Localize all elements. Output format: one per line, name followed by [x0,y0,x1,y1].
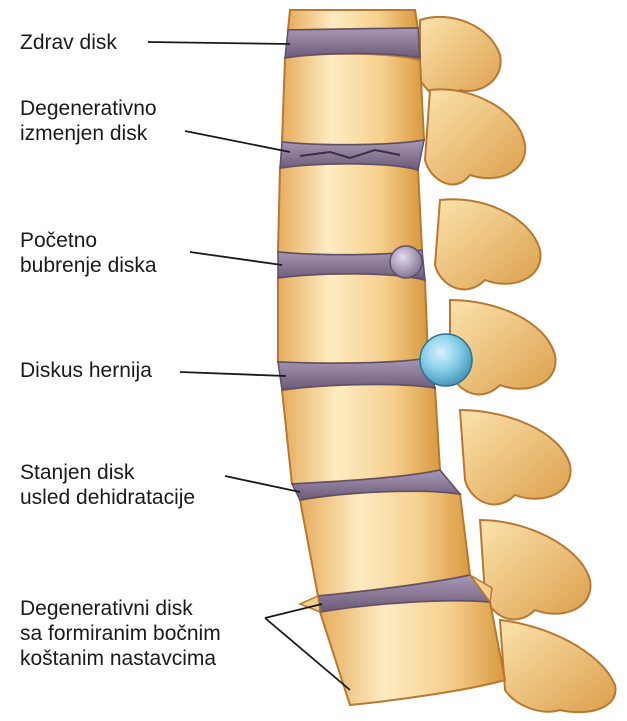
label-line: Degenerativni disk [20,596,221,621]
label-healthy-disk: Zdrav disk [20,30,117,55]
disk-hernia [420,334,472,386]
label-initial-bulge: Početno bubrenje diska [20,228,157,278]
label-line: Degenerativno [20,96,157,121]
vertebra-3 [278,164,422,255]
label-line: Stanjen disk [20,460,195,485]
label-line: usled dehidratacije [20,485,195,510]
vertebra-4 [278,274,428,363]
label-line: izmenjen disk [20,121,157,146]
label-line: sa formiranim bočnim [20,621,221,646]
disk-bulge [390,246,422,278]
disk-herniated [278,358,435,390]
label-line: Početno [20,228,157,253]
label-line: Diskus hernija [20,358,152,383]
label-line: Zdrav disk [20,30,117,55]
label-thinned-disk: Stanjen disk usled dehidratacije [20,460,195,510]
label-line: bubrenje diska [20,253,157,278]
label-degenerated-disk: Degenerativno izmenjen disk [20,96,157,146]
label-line: koštanim nastavcima [20,646,221,671]
label-osteophyte-disk: Degenerativni disk sa formiranim bočnim … [20,596,221,671]
label-herniation: Diskus hernija [20,358,152,383]
vertebra-5 [282,384,440,484]
vertebra-1 [288,10,418,30]
vertebra-7 [320,601,505,705]
disk-healthy [285,28,420,58]
vertebra-2 [282,54,424,145]
